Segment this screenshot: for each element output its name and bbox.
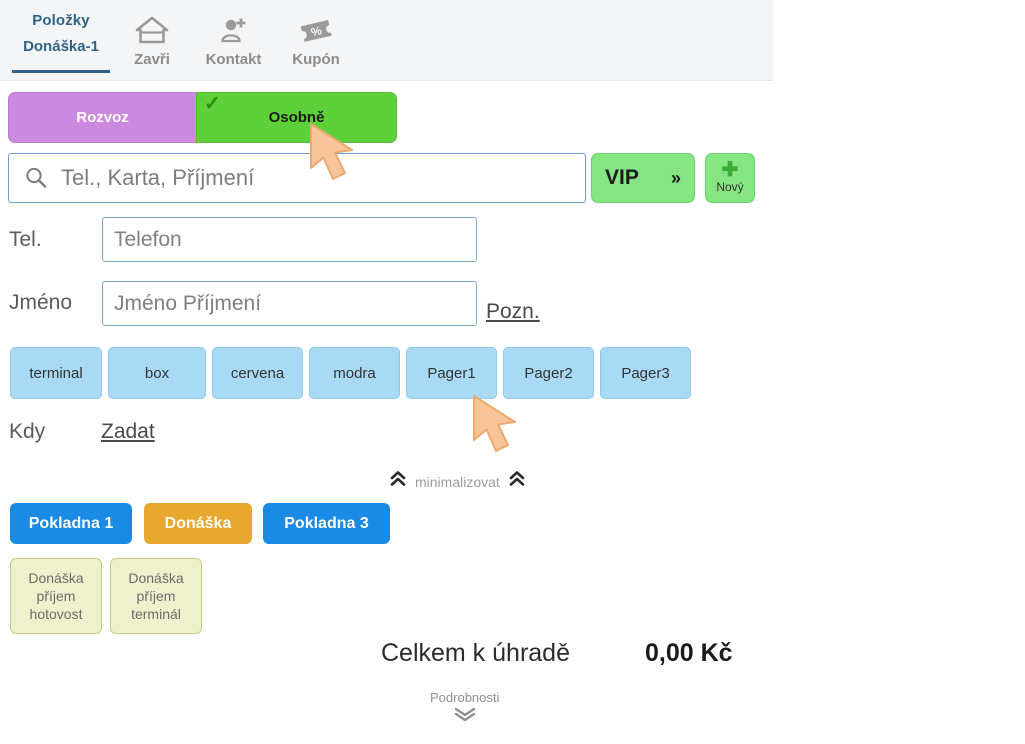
- search-placeholder: Tel., Karta, Příjmení: [61, 165, 255, 190]
- tag-chip[interactable]: box: [108, 347, 206, 399]
- payment-button-line: terminál: [131, 606, 181, 622]
- register-button[interactable]: Pokladna 3: [263, 503, 390, 544]
- mode-button-osobne[interactable]: ✓ Osobně: [196, 92, 397, 143]
- mode-rozvoz-label: Rozvoz: [76, 109, 129, 126]
- tag-chip-label: cervena: [230, 364, 285, 382]
- tag-chip[interactable]: Pager3: [600, 347, 691, 399]
- tag-chip[interactable]: Pager2: [503, 347, 594, 399]
- tab-polozky-donaska[interactable]: Položky Donáška-1: [12, 0, 110, 81]
- total-value: 0,00 Kč: [645, 639, 733, 667]
- total-label: Celkem k úhradě: [381, 639, 570, 667]
- vip-label: VIP: [605, 166, 639, 189]
- vip-button[interactable]: VIP »: [591, 153, 695, 203]
- tag-chip[interactable]: cervena: [212, 347, 303, 399]
- phone-field-label: Tel.: [9, 228, 42, 251]
- home-icon: [135, 11, 169, 49]
- tab-zavri[interactable]: Zavři: [120, 0, 184, 81]
- name-placeholder: Jméno Příjmení: [114, 291, 262, 315]
- minimize-control[interactable]: minimalizovat: [390, 470, 525, 493]
- mode-osobne-label: Osobně: [268, 109, 325, 126]
- payment-button-line: hotovost: [29, 606, 83, 622]
- note-link[interactable]: Pozn.: [486, 300, 540, 323]
- when-set-link[interactable]: Zadat: [101, 420, 155, 443]
- double-chevron-down-icon: [452, 705, 478, 728]
- name-input[interactable]: Jméno Příjmení: [102, 281, 477, 326]
- tab-kontakt-label: Kontakt: [205, 51, 262, 68]
- person-add-icon: [217, 11, 251, 49]
- tag-chip[interactable]: terminal: [10, 347, 102, 399]
- coupon-percent-icon: %: [296, 11, 336, 49]
- details-control[interactable]: Podrobnosti: [430, 690, 499, 728]
- checkmark-icon: ✓: [204, 93, 221, 115]
- top-tab-bar: Položky Donáška-1 Zavři Kontakt: [0, 0, 773, 81]
- double-chevron-up-icon-left: [390, 470, 406, 493]
- register-button[interactable]: Donáška: [144, 503, 252, 544]
- register-button-label: Donáška: [164, 514, 232, 532]
- tag-chip-label: modra: [333, 364, 376, 382]
- tag-chip-label: box: [144, 364, 170, 382]
- tab-items-label: Položky: [32, 12, 90, 29]
- tag-chip-label: Pager3: [621, 364, 670, 382]
- payment-button[interactable]: Donáška příjem hotovost: [10, 558, 102, 634]
- tab-items-sublabel: Donáška-1: [23, 38, 99, 55]
- mouse-cursor-pager1: [468, 390, 538, 473]
- search-icon: [23, 165, 49, 191]
- payment-button-line: Donáška: [28, 570, 84, 586]
- minimize-label: minimalizovat: [415, 473, 500, 490]
- tab-kontakt[interactable]: Kontakt: [192, 0, 275, 81]
- register-button-label: Pokladna 3: [284, 514, 369, 532]
- payment-button-line: příjem: [36, 588, 76, 604]
- phone-placeholder: Telefon: [114, 227, 182, 251]
- mode-button-rozvoz[interactable]: Rozvoz: [8, 92, 197, 143]
- tag-chip[interactable]: modra: [309, 347, 400, 399]
- payment-button-line: příjem: [136, 588, 176, 604]
- register-button-label: Pokladna 1: [28, 514, 114, 532]
- register-button[interactable]: Pokladna 1: [10, 503, 132, 544]
- tag-chip-label: Pager1: [427, 364, 476, 382]
- payment-button-line: Donáška: [128, 570, 184, 586]
- new-customer-button[interactable]: ✚ Nový: [705, 153, 755, 203]
- details-label: Podrobnosti: [430, 690, 500, 705]
- tag-chip-label: Pager2: [524, 364, 573, 382]
- double-chevron-up-icon-right: [509, 470, 525, 493]
- when-label: Kdy: [9, 420, 46, 443]
- tag-chip-label: terminal: [29, 364, 83, 382]
- tab-kupon-label: Kupón: [292, 51, 340, 68]
- name-field-label: Jméno: [9, 291, 73, 314]
- tab-zavri-label: Zavři: [134, 51, 170, 68]
- active-tab-indicator: [12, 70, 110, 73]
- new-customer-label: Nový: [716, 180, 744, 194]
- payment-button[interactable]: Donáška příjem terminál: [110, 558, 202, 634]
- tag-chip[interactable]: Pager1: [406, 347, 497, 399]
- plus-icon: ✚: [721, 159, 739, 181]
- tab-kupon[interactable]: % Kupón: [281, 0, 351, 81]
- double-chevron-right-icon: »: [670, 167, 681, 188]
- svg-text:%: %: [310, 23, 324, 39]
- phone-input[interactable]: Telefon: [102, 217, 477, 262]
- customer-search-input[interactable]: Tel., Karta, Příjmení: [8, 153, 586, 203]
